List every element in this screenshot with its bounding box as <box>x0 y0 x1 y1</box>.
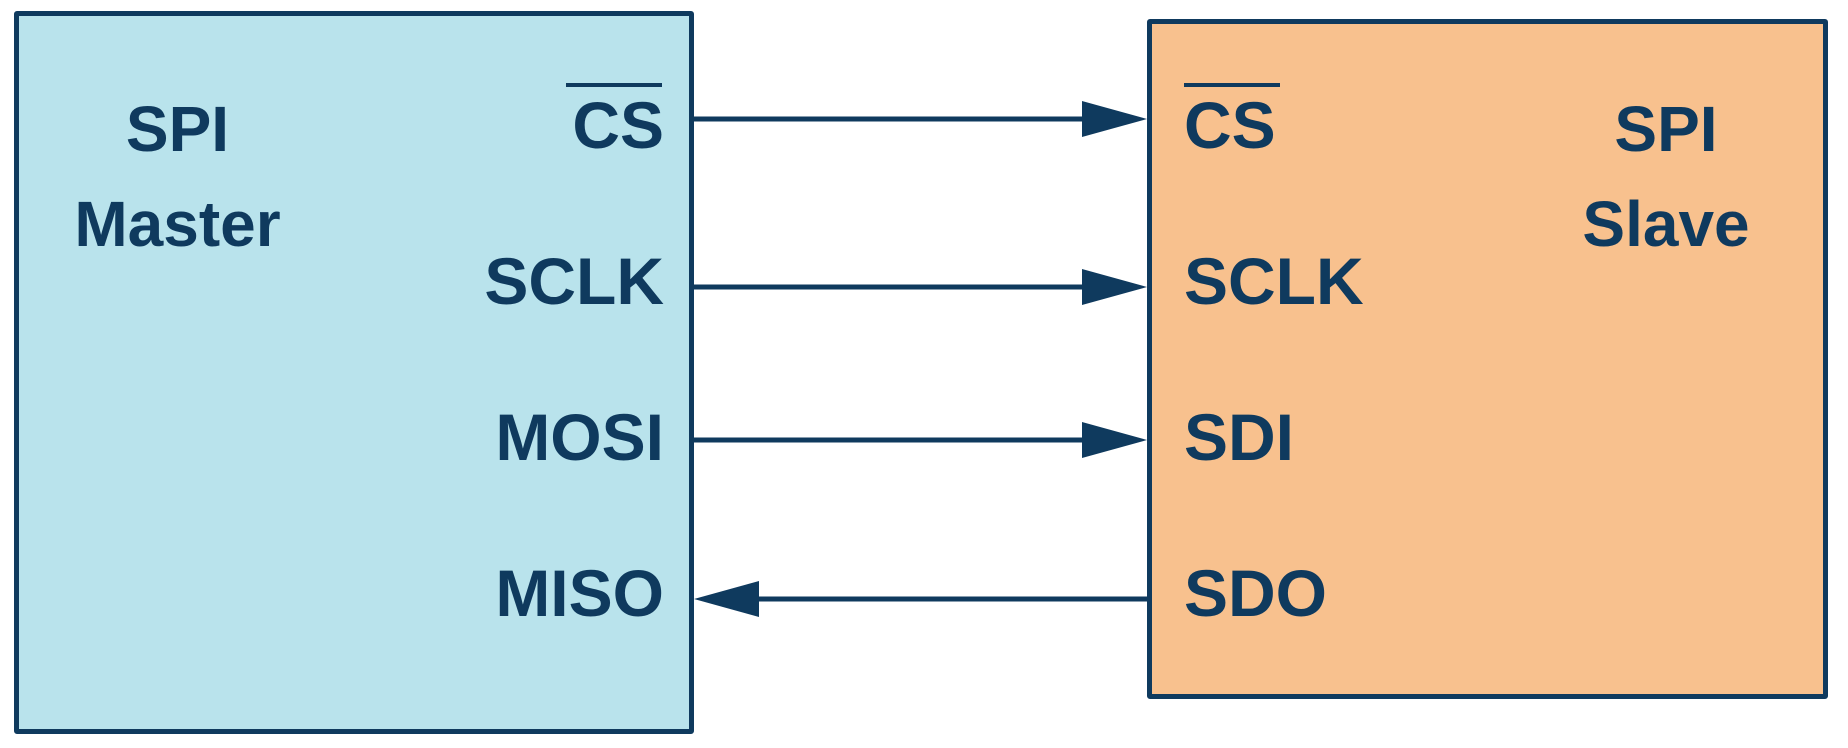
slave-pin-sclk: SCLK <box>1184 244 1364 318</box>
master-pin-miso: MISO <box>495 556 664 630</box>
wire-mosi-sdi <box>694 422 1147 458</box>
master-title: SPI Master <box>40 82 315 272</box>
master-title-line1: SPI <box>125 93 230 165</box>
slave-title-line1: SPI <box>1614 93 1718 165</box>
master-cs-overline <box>566 83 662 87</box>
slave-pin-sdi: SDI <box>1184 400 1295 474</box>
wire-cs-arrowhead <box>1082 101 1147 137</box>
slave-cs-overline <box>1184 83 1280 87</box>
master-pin-sclk: SCLK <box>484 244 664 318</box>
wire-cs <box>694 101 1147 137</box>
wire-mosi-arrowhead <box>1082 422 1147 458</box>
wire-sclk <box>694 269 1147 305</box>
spi-slave-block <box>1147 19 1828 699</box>
wire-miso-arrowhead <box>694 581 759 617</box>
slave-title-line2: Slave <box>1582 188 1750 260</box>
slave-pin-cs: CS <box>1184 88 1276 162</box>
master-title-line2: Master <box>74 188 281 260</box>
wire-sdo-miso <box>694 581 1147 617</box>
wire-sclk-arrowhead <box>1082 269 1147 305</box>
slave-title: SPI Slave <box>1536 82 1796 272</box>
slave-pin-sdo: SDO <box>1184 556 1328 630</box>
master-pin-mosi: MOSI <box>495 400 664 474</box>
master-pin-cs: CS <box>572 88 664 162</box>
spi-master-block <box>14 11 694 734</box>
